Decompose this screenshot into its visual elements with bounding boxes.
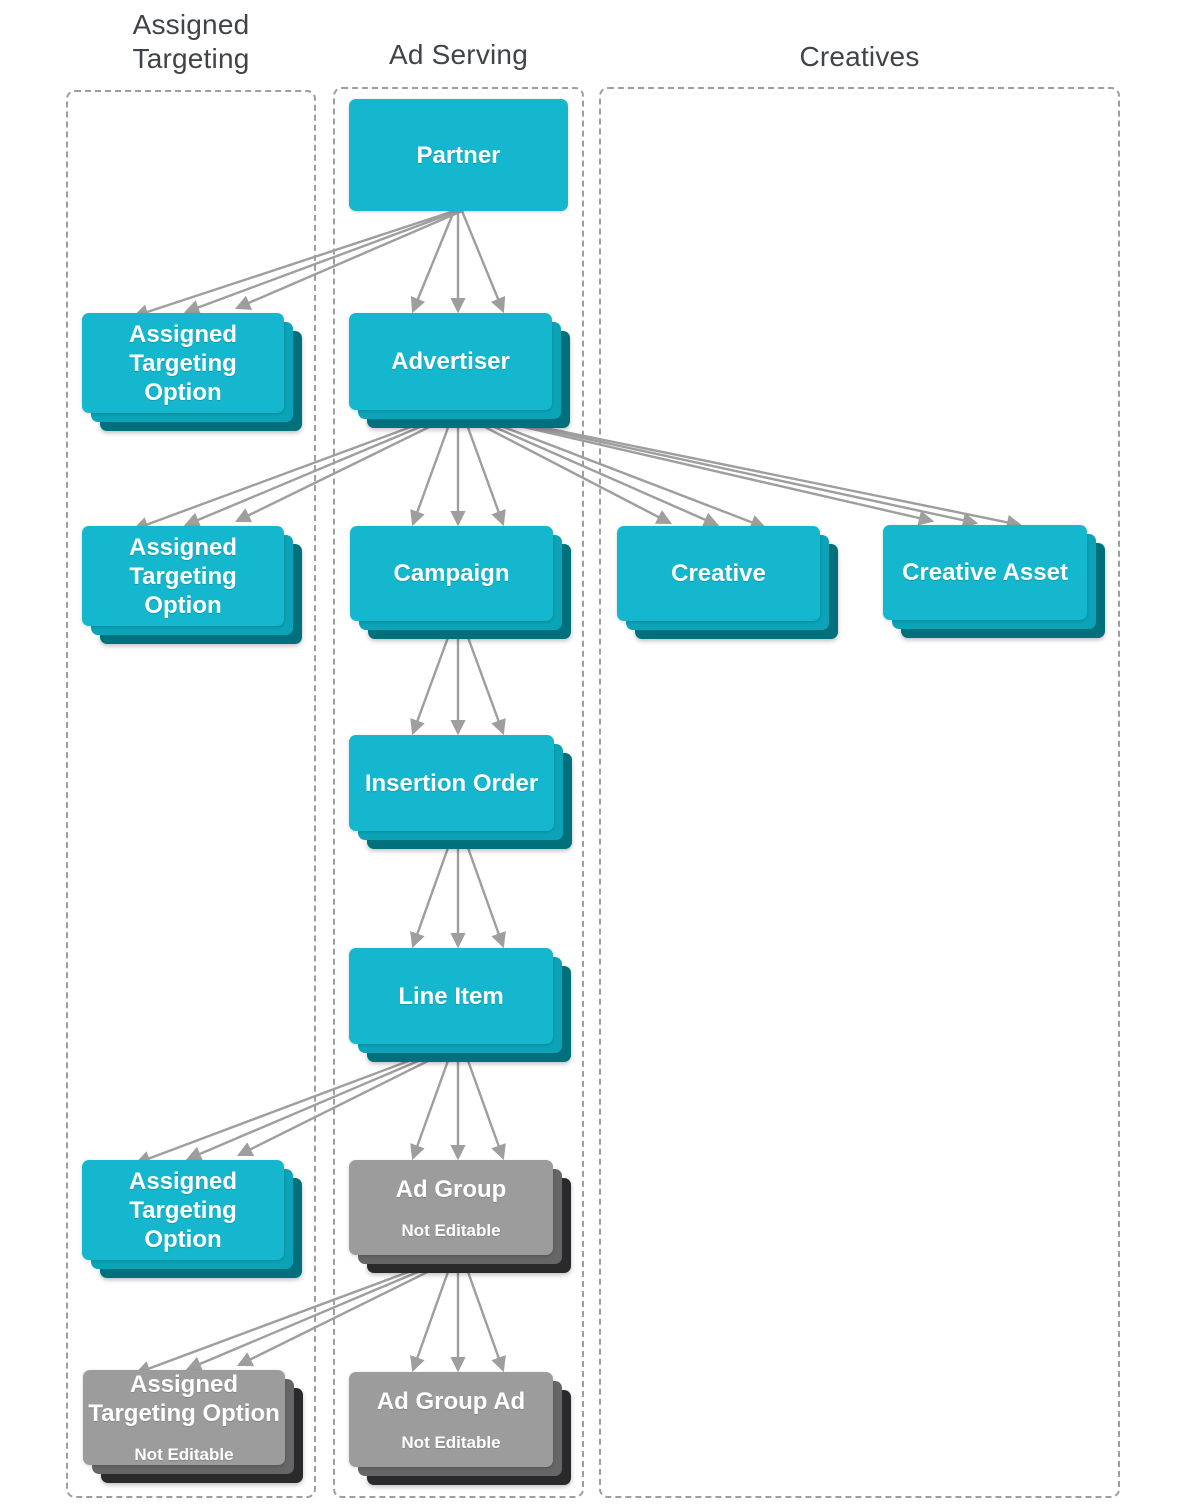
node-insertion-order: Insertion Order	[349, 735, 572, 849]
node-label-line: Option	[144, 1225, 222, 1253]
node-face: Campaign	[350, 526, 553, 621]
node-sublabel: Not Editable	[401, 1220, 501, 1240]
column-header-line: Targeting	[132, 43, 250, 74]
node-label-line: Targeting	[129, 349, 237, 377]
column-creatives	[599, 87, 1120, 1498]
column-header-line: Ad Serving	[389, 39, 528, 70]
node-label-line: Assigned	[129, 1371, 239, 1398]
node-label-line: Targeting	[129, 562, 237, 590]
node-campaign: Campaign	[350, 526, 571, 639]
node-creative: Creative	[617, 526, 838, 639]
node-line-item: Line Item	[349, 948, 571, 1062]
node-face: Advertiser	[349, 313, 552, 410]
column-header-line: Creatives	[799, 41, 920, 72]
node-face: Creative	[617, 526, 820, 621]
node-face: Ad Group Ad Not Editable	[349, 1372, 553, 1467]
node-label-line: Ad Group	[395, 1175, 507, 1203]
node-label-line: Assigned	[128, 320, 238, 348]
node-label-line: Line Item	[398, 982, 504, 1010]
node-label-line: Campaign	[393, 560, 510, 587]
column-header-ad-serving: Ad Serving	[333, 38, 584, 72]
node-label-line: Insertion Order	[364, 769, 539, 797]
node-label-line: Option	[144, 591, 222, 619]
node-label-line: Creative	[671, 560, 766, 587]
node-label-line: Ad Group Ad	[376, 1387, 526, 1415]
node-label-line: Targeting Option	[88, 1400, 280, 1427]
node-label-line: Assigned	[128, 533, 238, 561]
node-sublabel: Not Editable	[401, 1432, 501, 1452]
column-assigned-targeting	[66, 90, 316, 1498]
node-face: Insertion Order	[349, 735, 554, 831]
node-ad-group-ad: Ad Group Ad Not Editable	[349, 1372, 571, 1485]
node-label: Ad Group Ad	[377, 1387, 525, 1416]
node-label: Creative Asset	[902, 558, 1068, 587]
column-ad-serving	[333, 87, 584, 1498]
node-face: Partner	[349, 99, 568, 211]
node-partner: Partner	[349, 99, 568, 211]
column-header-creatives: Creatives	[599, 40, 1120, 74]
node-advertiser: Advertiser	[349, 313, 570, 428]
node-creative-asset: Creative Asset	[883, 525, 1105, 638]
node-label-line: Targeting	[129, 1196, 237, 1224]
node-label-line: Assigned	[128, 1167, 238, 1195]
node-label: Line Item	[398, 982, 503, 1011]
node-label-line: Option	[144, 378, 222, 406]
node-label: Campaign	[393, 559, 509, 588]
node-label-line: Creative Asset	[902, 559, 1068, 586]
node-label-line: Partner	[416, 141, 501, 169]
node-label: Advertiser	[391, 347, 510, 376]
node-label: Insertion Order	[365, 769, 538, 798]
node-face: Creative Asset	[883, 525, 1087, 620]
node-face: Line Item	[349, 948, 553, 1044]
node-sublabel: Not Editable	[134, 1445, 234, 1464]
node-label: Partner	[416, 141, 500, 170]
node-label: Ad Group	[396, 1175, 507, 1204]
node-label: Creative	[671, 559, 766, 588]
node-label-line: Advertiser	[391, 348, 510, 375]
column-header-line: Assigned	[132, 9, 250, 40]
